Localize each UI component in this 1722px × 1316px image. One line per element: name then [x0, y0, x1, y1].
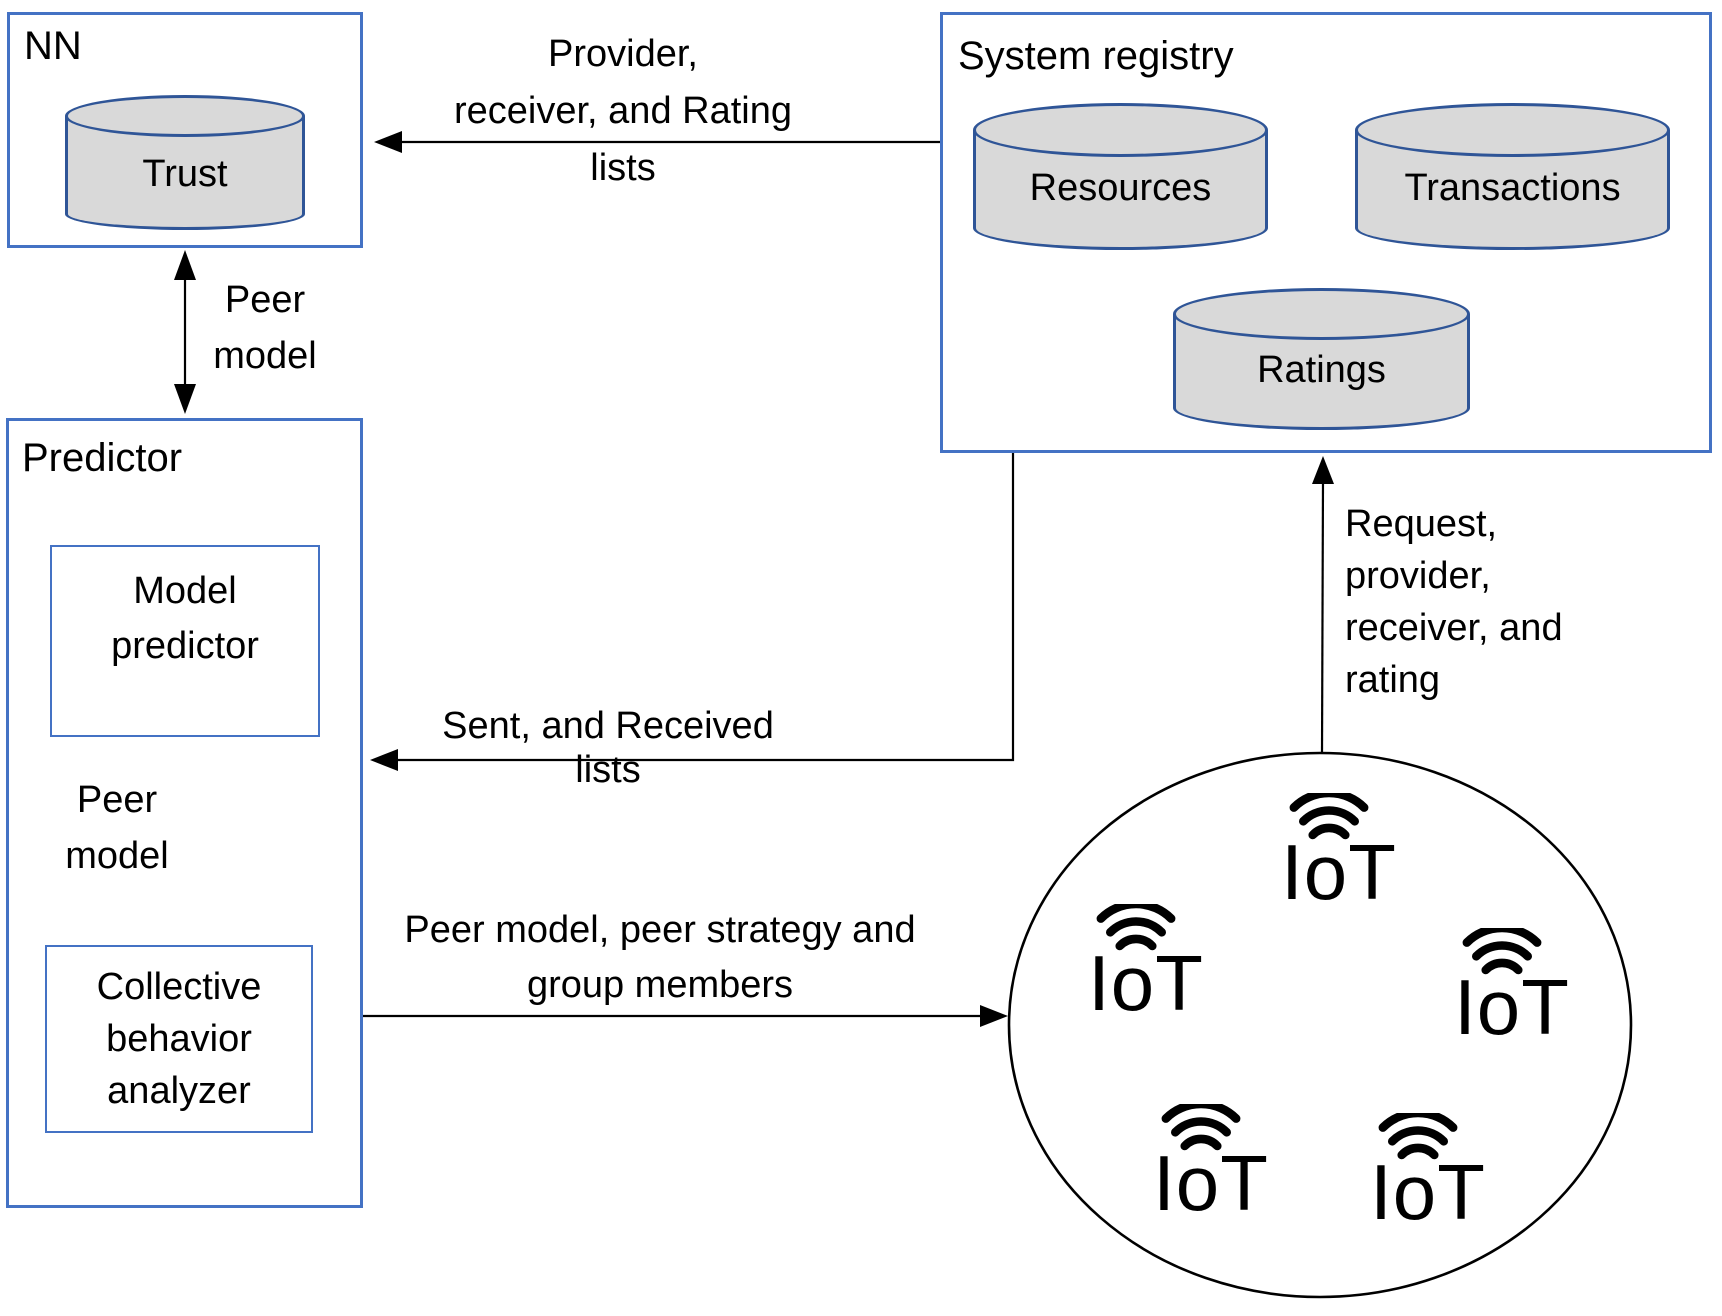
registry-to-predictor-label: Sent, and Received lists — [442, 705, 774, 791]
cylinder-top — [65, 95, 305, 137]
trust-database-cylinder: Trust — [65, 95, 305, 230]
wifi-icon — [1161, 1104, 1241, 1151]
nn-title: NN — [24, 24, 82, 68]
transactions-database-cylinder: Transactions — [1355, 103, 1670, 250]
resources-database-cylinder: Resources — [973, 103, 1268, 250]
wifi-icon — [1378, 1113, 1458, 1160]
iot-device-icon: IoT — [1136, 1104, 1286, 1227]
collective-behavior-analyzer-box: Collective behavior analyzer — [45, 945, 313, 1133]
iot-device-label: IoT — [1454, 963, 1570, 1051]
cylinder-top — [1173, 288, 1470, 340]
wifi-icon — [1096, 904, 1176, 951]
nn-predictor-arrow — [174, 250, 196, 414]
iot-device-label: IoT — [1088, 939, 1204, 1027]
cylinder-top — [973, 103, 1268, 157]
database-label: Trust — [142, 153, 228, 196]
iot-device-label: IoT — [1370, 1148, 1486, 1236]
predictor-title: Predictor — [22, 436, 183, 480]
registry-to-nn-label: Provider, receiver, and Rating lists — [454, 33, 792, 189]
collective-behavior-analyzer-label: Collective behavior analyzer — [96, 966, 262, 1112]
iot-device-icon: IoT — [1353, 1113, 1503, 1236]
database-label: Resources — [1029, 166, 1212, 209]
iot-device-label: IoT — [1153, 1139, 1269, 1227]
model-to-collective-label: Peer model — [65, 779, 169, 877]
iot-device-icon: IoT — [1264, 793, 1414, 916]
iot-device-label: IoT — [1281, 828, 1397, 916]
wifi-icon — [1462, 928, 1542, 975]
nn-predictor-label: Peer model — [213, 279, 317, 377]
iot-device-icon: IoT — [1071, 904, 1221, 1027]
iot-to-registry-arrow — [1312, 456, 1334, 754]
system-registry-title: System registry — [958, 34, 1234, 78]
iot-to-registry-label: Request, provider, receiver, and rating — [1345, 503, 1563, 701]
ratings-database-cylinder: Ratings — [1173, 288, 1470, 430]
model-predictor-box: Model predictor — [50, 545, 320, 737]
database-label: Transactions — [1404, 166, 1621, 209]
cylinder-top — [1355, 103, 1670, 157]
database-label: Ratings — [1257, 349, 1386, 392]
iot-device-icon: IoT — [1437, 928, 1587, 1051]
predictor-to-iot-label: Peer model, peer strategy and group memb… — [404, 909, 916, 1006]
wifi-icon — [1289, 793, 1369, 840]
model-predictor-label: Model predictor — [111, 569, 259, 667]
